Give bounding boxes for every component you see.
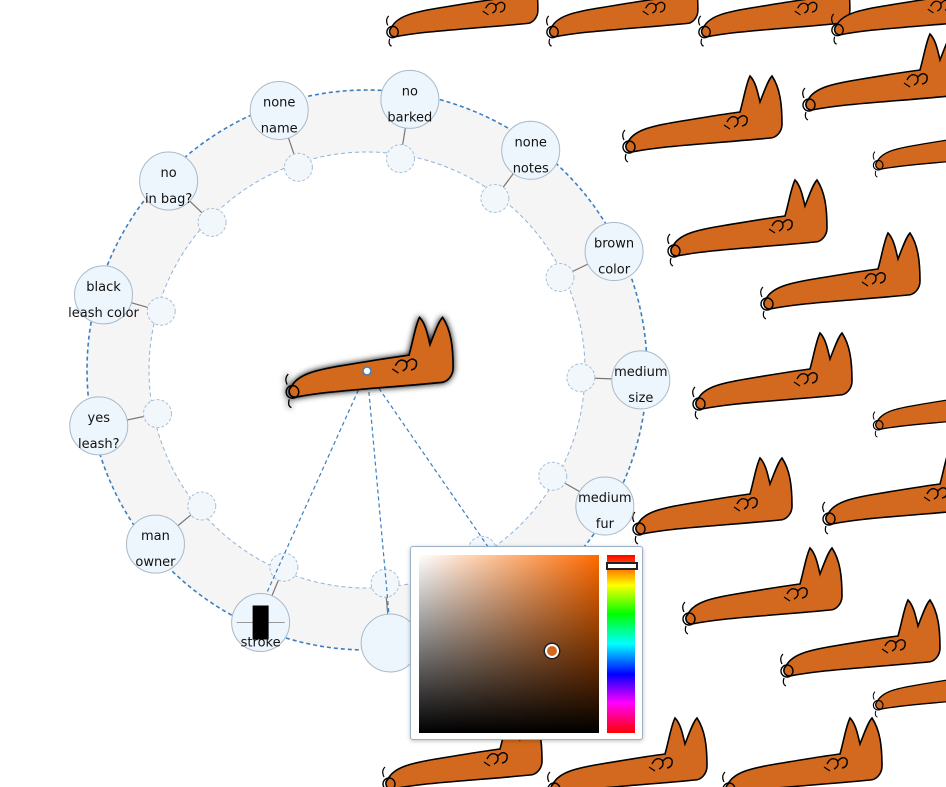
node-value: none [263,95,295,110]
ring-node-owner[interactable]: man owner [125,514,185,574]
background-dog [681,547,843,635]
hue-slider-handle[interactable] [606,562,638,571]
ring-slot[interactable] [385,144,415,174]
ring-slot[interactable] [146,296,176,326]
background-dog [666,179,828,267]
node-value: brown [594,237,634,252]
ring-slot[interactable] [269,552,299,582]
background-dog [821,447,946,535]
background-dog [545,0,699,48]
ring-node-notes[interactable]: none notes [501,120,561,180]
ring-slot[interactable] [187,491,217,521]
node-label: color [598,263,631,278]
background-dog [631,457,793,545]
node-value: black [86,280,121,295]
background-dog [385,0,539,48]
background-dog [697,0,851,48]
node-label: leash color [68,306,139,321]
node-value: no [161,166,177,181]
node-value: no [402,84,418,99]
node-label: fur [596,517,615,532]
background-dog [872,107,946,178]
ring-node-leash-color[interactable]: black leash color [68,265,140,325]
background-dog [691,332,853,420]
selection-link [366,370,391,628]
hue-slider[interactable] [606,555,638,733]
background-dog [872,367,946,438]
ring-node-name[interactable]: none name [249,80,309,140]
stroke-swatch[interactable] [252,605,269,640]
node-value: yes [88,411,111,426]
node-value: man [141,529,170,544]
node-label: name [261,121,298,136]
node-label: size [628,391,653,406]
node-label: notes [513,161,549,176]
ring-node-color[interactable]: brown color [584,222,644,282]
node-label: in bag? [145,192,192,207]
ring-slot[interactable] [197,207,227,237]
color-picker-popup [410,546,643,740]
node-label: stroke [241,636,281,651]
saturation-brightness-field[interactable] [419,555,599,733]
node-label: owner [135,555,176,570]
background-dog [801,33,946,121]
selection-link [260,370,368,607]
node-label: leash? [78,437,120,452]
ring-node-size[interactable]: medium size [611,350,671,410]
node-value: medium [578,491,631,506]
ring-slot[interactable] [538,461,568,491]
selection-anchor[interactable] [362,366,372,376]
ring-slot[interactable] [566,363,596,393]
background-dog [759,232,921,320]
color-selection-cursor[interactable] [545,644,560,659]
background-dog [621,75,783,163]
ring-node-leash-[interactable]: yes leash? [69,396,129,456]
ring-slot[interactable] [283,152,313,182]
node-value: none [515,135,547,150]
ring-node-stroke[interactable]: stroke [231,593,291,653]
background-dog [721,717,883,787]
ring-slot[interactable] [545,262,575,292]
node-value: medium [614,365,667,380]
selection-link [366,370,515,586]
ring-slot[interactable] [480,183,510,213]
ring-node-in-bag-[interactable]: no in bag? [139,151,199,211]
ring-node-barked[interactable]: no barked [380,69,440,129]
ring-node-fur[interactable]: medium fur [575,476,635,536]
ring-slot[interactable] [142,399,172,429]
node-label: barked [387,110,432,125]
